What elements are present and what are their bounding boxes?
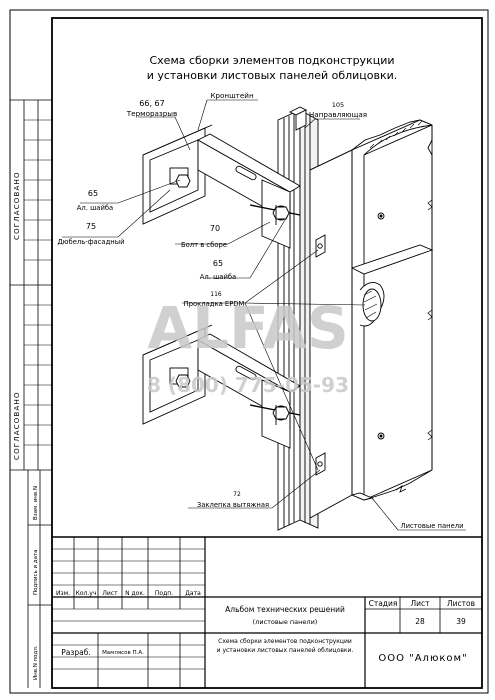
album-title: Альбом технических решений	[225, 605, 345, 614]
sign-date-label: Подпись и дата	[33, 549, 39, 595]
agreed-label-1: СОГЛАСОВАНО	[13, 171, 21, 240]
bolt-number: 70	[210, 224, 220, 233]
col-kol: Кол.уч	[76, 590, 97, 597]
inv-orig-label: Инв.N подл.	[33, 645, 39, 680]
epdm-label: Прокладка EPDM	[184, 300, 245, 308]
thermal-number: 66, 67	[139, 99, 164, 108]
agreed-label-2: СОГЛАСОВАНО	[13, 391, 21, 460]
drawing-desc-line2: и установки листовых панелей облицовки.	[217, 647, 354, 654]
rivet-lower	[315, 452, 326, 476]
col-list: Лист	[102, 590, 118, 597]
title-block	[52, 536, 482, 688]
bracket-label: Кронштейн	[210, 91, 254, 100]
assembly-drawing	[142, 106, 434, 531]
rivet-label: Заклепка вытяжная	[197, 501, 269, 509]
sheet-value: 28	[415, 617, 425, 626]
company-name: ООО "Алюком"	[378, 653, 467, 664]
developer-name: Мамлясов П.А.	[102, 650, 144, 656]
side-stamp	[10, 99, 52, 688]
thermal-label: Терморазрыв	[126, 109, 177, 118]
washer1-label: Ал. шайба	[77, 204, 113, 212]
leader-lines	[62, 99, 466, 531]
washer2-number: 65	[213, 259, 223, 268]
washer1-number: 65	[88, 189, 98, 198]
sheets-label: Листов	[447, 599, 475, 608]
col-data: Дата	[185, 590, 201, 597]
panels-label: Листовые панели	[400, 522, 463, 530]
drawing-desc-line1: Схема сборки элементов подконструкции	[218, 638, 352, 645]
rivet-upper	[315, 234, 326, 258]
sheets-value: 39	[456, 617, 466, 626]
col-izm: Изм.	[56, 590, 70, 597]
panel-joint	[350, 244, 434, 327]
sheet-label: Лист	[410, 599, 430, 608]
bolt-label: Болт в сборе	[181, 241, 227, 249]
dowel-number: 75	[86, 222, 96, 231]
guide-label: Направляющая	[309, 110, 367, 119]
col-ndok: N док.	[125, 590, 145, 597]
washer2-label: Ал. шайба	[200, 273, 236, 281]
col-podp: Подп.	[155, 590, 173, 597]
watermark-brand: ALFAS	[147, 294, 348, 362]
developed-label: Разраб.	[61, 648, 90, 657]
watermark-phone: 8 (800) 775-05-93	[147, 373, 349, 397]
stage-label: Стадия	[369, 599, 398, 608]
bracket-upper	[142, 124, 301, 249]
bracket-lower	[142, 324, 301, 449]
outer-frame	[9, 9, 489, 694]
rivet-number: 72	[233, 491, 241, 498]
drawing-title-line2: и установки листовых панелей облицовки.	[147, 69, 398, 82]
inv-replace-label: Взам. инв.N	[33, 486, 39, 520]
album-subtitle: (листовые панели)	[253, 618, 318, 626]
dowel-label: Дюбель-фасадный	[57, 238, 124, 246]
guide-number: 105	[332, 101, 344, 109]
inner-frame	[51, 17, 483, 689]
drawing-title-line1: Схема сборки элементов подконструкции	[149, 54, 394, 67]
epdm-number: 116	[210, 291, 222, 298]
